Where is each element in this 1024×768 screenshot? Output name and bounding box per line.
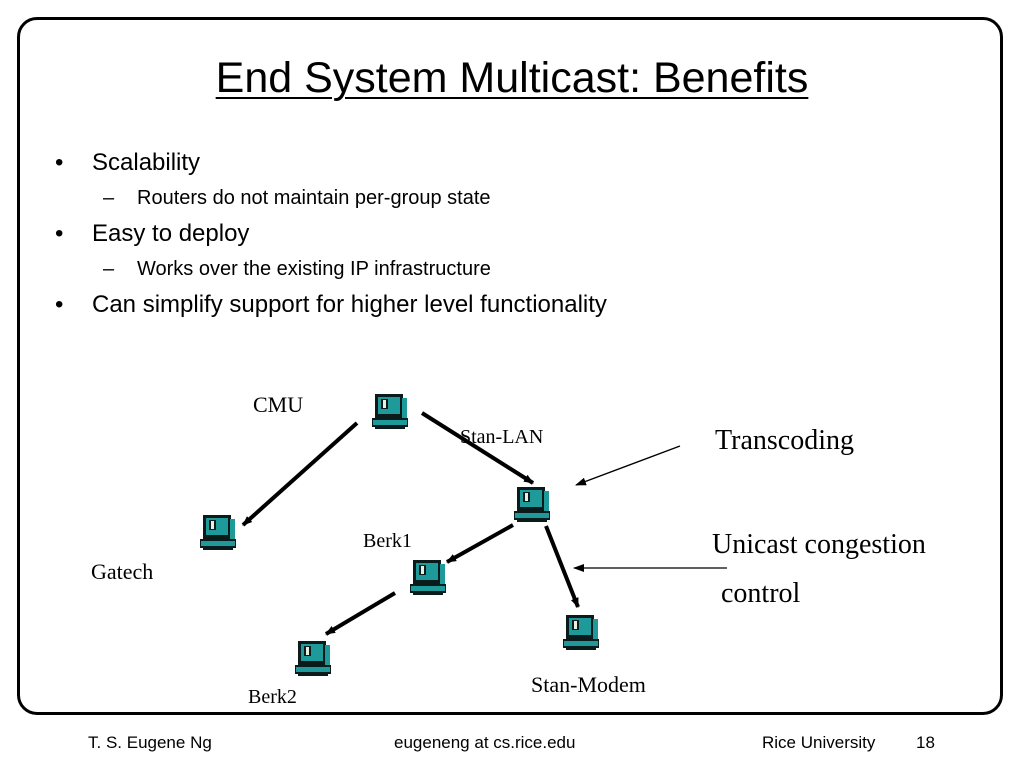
- computer-icon: [295, 641, 331, 676]
- computer-icon: [514, 487, 550, 522]
- edge-cmu-gatech: [241, 421, 359, 527]
- annotation-unicast-line1: Unicast congestion: [712, 529, 926, 560]
- sub-bullet-text: Routers do not maintain per-group state: [137, 187, 491, 209]
- slide-frame: [17, 17, 1003, 715]
- node-label-cmu: CMU: [253, 392, 303, 417]
- bullet-list: • Scalability – Routers do not maintain …: [55, 145, 955, 323]
- bullet-text: Easy to deploy: [92, 220, 250, 247]
- bullet-text: Scalability: [92, 149, 201, 176]
- annotation-transcoding: Transcoding: [715, 425, 854, 456]
- node-label-stan-modem: Stan-Modem: [531, 672, 646, 697]
- sub-bullet-text: Works over the existing IP infrastructur…: [137, 258, 491, 280]
- slide-title: End System Multicast: Benefits: [215, 54, 809, 102]
- computer-icon: [200, 515, 236, 550]
- node-label-berk2: Berk2: [248, 686, 297, 708]
- page-number: 18: [916, 733, 935, 752]
- sub-bullet-item: – Works over the existing IP infrastruct…: [55, 252, 955, 287]
- annotation-unicast-line2: control: [721, 578, 801, 609]
- bullet-marker: •: [55, 149, 64, 176]
- footer-email: eugeneng at cs.rice.edu: [394, 733, 576, 752]
- transcoding-pointer: [575, 445, 681, 486]
- dash-marker: –: [103, 258, 115, 280]
- sub-bullet-item: – Routers do not maintain per-group stat…: [55, 181, 955, 216]
- node-label-berk1: Berk1: [363, 530, 412, 552]
- bullet-marker: •: [55, 220, 64, 247]
- bullet-text: Can simplify support for higher level fu…: [92, 291, 607, 318]
- edge-stanlan-berk1: [446, 523, 514, 564]
- edge-cmu-stanlan: [420, 411, 535, 485]
- bullet-item: • Scalability: [55, 145, 955, 181]
- computer-icon: [563, 615, 599, 650]
- computer-icon: [410, 560, 446, 595]
- edge-stanlan-stanmodem: [544, 525, 580, 608]
- edge-berk1-berk2: [324, 591, 397, 636]
- bullet-marker: •: [55, 291, 64, 318]
- footer-author: T. S. Eugene Ng: [88, 733, 212, 752]
- node-label-gatech: Gatech: [91, 559, 153, 584]
- bullet-item: • Can simplify support for higher level …: [55, 287, 955, 323]
- dash-marker: –: [103, 187, 115, 209]
- computer-icon: [372, 394, 408, 429]
- bullet-item: • Easy to deploy: [55, 216, 955, 252]
- node-label-stan-lan: Stan-LAN: [460, 426, 543, 448]
- footer-institution: Rice University: [762, 733, 876, 752]
